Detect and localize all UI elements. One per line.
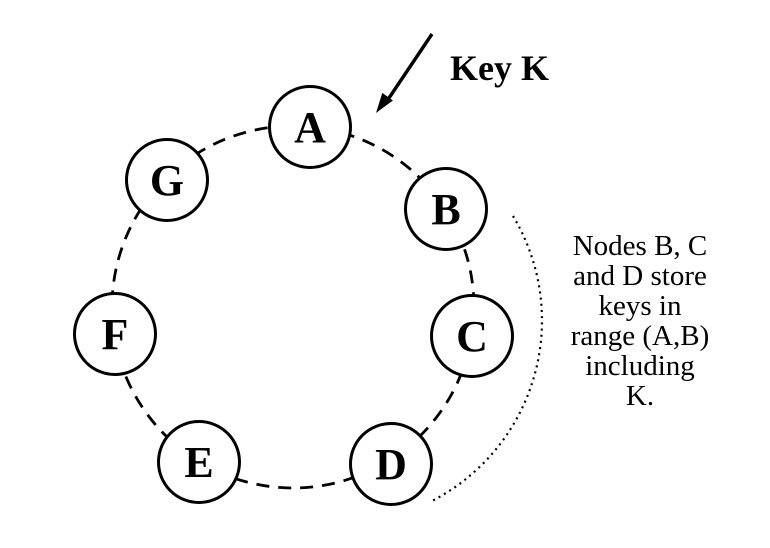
range-annotation: Nodes B, C and D store keys in range (A,… bbox=[570, 230, 710, 412]
node-circle-b: B bbox=[404, 167, 488, 251]
node-circle-c: C bbox=[430, 294, 514, 378]
node-label-e: E bbox=[184, 437, 214, 487]
range-bracket-arc bbox=[429, 215, 544, 503]
key-arrow-line bbox=[387, 33, 434, 99]
node-circle-e: E bbox=[157, 420, 241, 504]
node-label-a: A bbox=[294, 102, 326, 152]
node-label-b: B bbox=[431, 184, 461, 234]
node-label-f: F bbox=[101, 309, 129, 359]
node-circle-a: A bbox=[268, 85, 352, 169]
node-circle-f: F bbox=[73, 292, 157, 376]
key-k-label: Key K bbox=[450, 48, 549, 88]
node-label-c: C bbox=[456, 311, 488, 361]
node-label-d: D bbox=[375, 439, 407, 489]
node-label-g: G bbox=[149, 155, 185, 205]
key-arrow-head bbox=[376, 92, 393, 113]
node-circle-d: D bbox=[349, 422, 433, 506]
node-circle-g: G bbox=[125, 138, 209, 222]
